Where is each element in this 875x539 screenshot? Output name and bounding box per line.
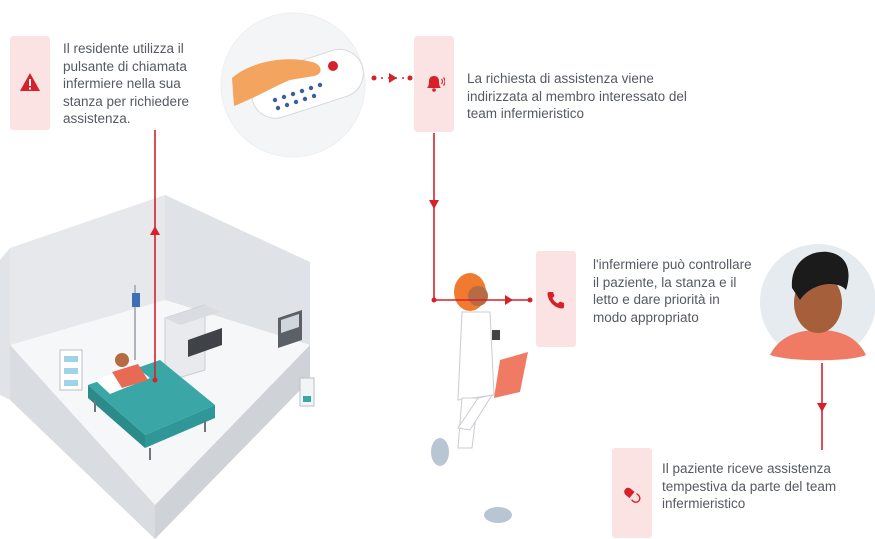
step-4-text: Il paziente riceve assistenza tempestiva… <box>662 461 837 511</box>
call-button-hand-illustration <box>220 12 366 158</box>
patient-room-illustration <box>0 195 315 539</box>
pill-capsule-icon <box>624 487 641 503</box>
step-3-text: l'infermiere può controllare il paziente… <box>593 257 752 325</box>
step-1-text: Il residente utilizza il pulsante di chi… <box>63 41 190 126</box>
step-2-text: La richiesta di assistenza viene indiriz… <box>467 71 687 121</box>
alarm-bell-icon <box>427 76 445 92</box>
flow-arrowheads <box>150 73 827 412</box>
nurse-illustration <box>431 273 528 523</box>
phone-icon <box>547 292 564 309</box>
warning-triangle-icon <box>20 73 40 91</box>
patient-portrait-illustration <box>760 244 875 361</box>
step-3-tab <box>536 251 576 347</box>
